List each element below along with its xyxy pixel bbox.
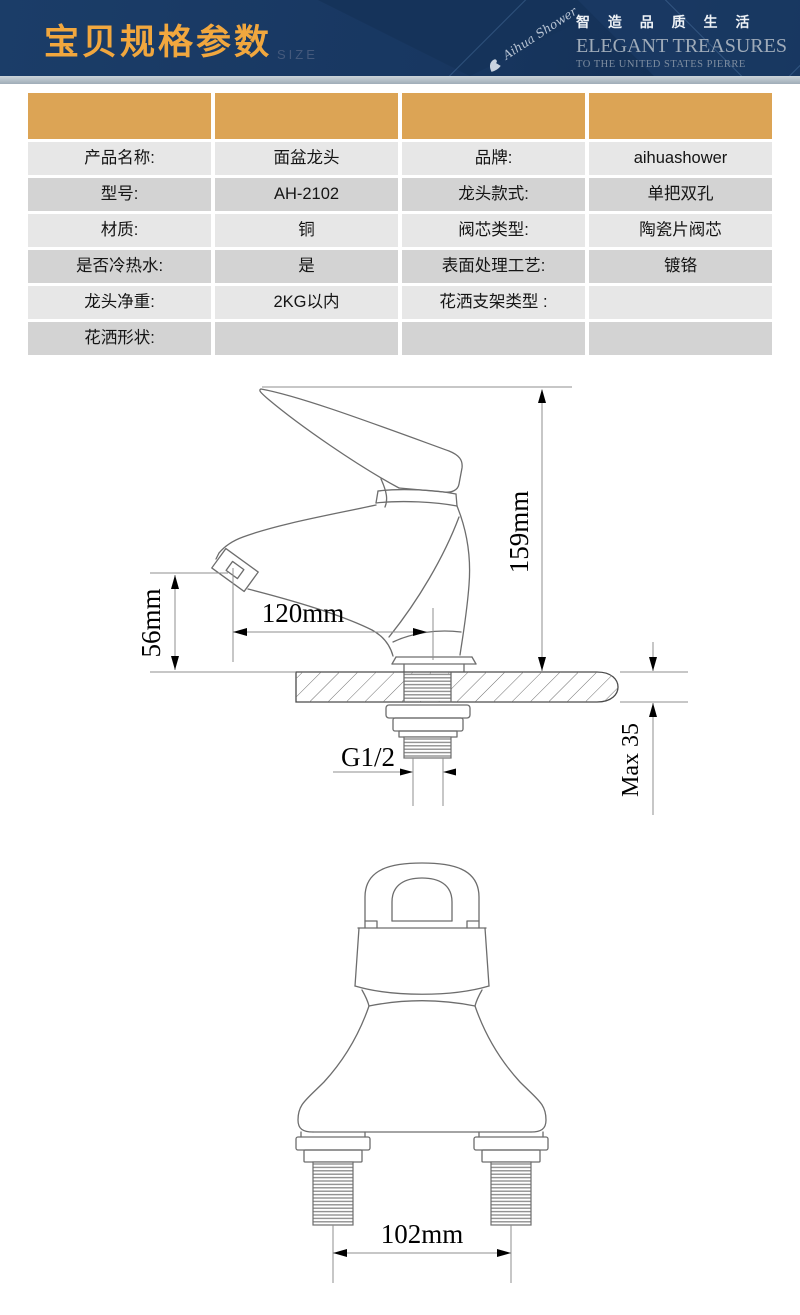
- spec-value: 铜: [215, 214, 398, 247]
- spec-value: 镀铬: [589, 250, 772, 283]
- dim-height-label: 159mm: [504, 491, 534, 574]
- countertop-slab: [295, 671, 619, 703]
- header-deco-triangle: [318, 0, 622, 76]
- table-header-cell: [215, 93, 398, 139]
- dim-spout-reach-label: 120mm: [262, 598, 345, 628]
- swan-icon: [489, 59, 501, 72]
- dimension-thread-size: G1/2: [333, 742, 456, 806]
- spec-value: 单把双孔: [589, 178, 772, 211]
- front-view-faucet: 102mm: [295, 862, 549, 1283]
- spec-value: AH-2102: [215, 178, 398, 211]
- spec-value: 面盆龙头: [215, 142, 398, 175]
- dim-spout-height-label: 56mm: [136, 588, 166, 657]
- mounting-shank-right: [473, 1131, 549, 1226]
- dim-max-thickness-label: Max 35: [618, 723, 644, 797]
- slogan-cn: 智 造 品 质 生 活: [576, 14, 757, 30]
- spec-label: 龙头款式:: [402, 178, 585, 211]
- page-header: 宝贝规格参数 SIZE Aihua Shower 智 造 品 质 生 活 ELE…: [0, 0, 800, 76]
- spec-label: 产品名称:: [28, 142, 211, 175]
- spec-value: 2KG以内: [215, 286, 398, 319]
- dimension-overall-height: 159mm: [262, 386, 572, 671]
- spec-label: 花洒形状:: [28, 322, 211, 355]
- table-header-cell: [402, 93, 585, 139]
- spec-label: 是否冷热水:: [28, 250, 211, 283]
- spec-value: [589, 322, 772, 355]
- spec-label: 阀芯类型:: [402, 214, 585, 247]
- side-view-faucet: [211, 388, 477, 672]
- mounting-shank-left: [295, 1131, 371, 1226]
- spec-label: 材质:: [28, 214, 211, 247]
- spec-value: 是: [215, 250, 398, 283]
- spec-value: 陶瓷片阀芯: [589, 214, 772, 247]
- spec-value: aihuashower: [589, 142, 772, 175]
- aerator: [211, 547, 259, 593]
- slogan-en-sub: TO THE UNITED STATES PIERRE: [576, 59, 746, 70]
- spec-label: 花洒支架类型 :: [402, 286, 585, 319]
- header-divider-bar: [0, 76, 800, 84]
- dim-thread-label: G1/2: [341, 742, 395, 772]
- slogan-en: ELEGANT TREASURES: [576, 35, 787, 57]
- spec-label: 型号:: [28, 178, 211, 211]
- spec-value: [215, 322, 398, 355]
- brand-logo: Aihua Shower: [482, 3, 581, 76]
- spec-label: [402, 322, 585, 355]
- spec-label: 品牌:: [402, 142, 585, 175]
- dimension-spout-reach: 120mm: [232, 568, 434, 662]
- header-slogans: 智 造 品 质 生 活 ELEGANT TREASURES TO THE UNI…: [576, 12, 787, 76]
- dimension-max-counter-thickness: Max 35: [618, 642, 688, 815]
- spec-value: [589, 286, 772, 319]
- size-tag: SIZE: [277, 47, 318, 62]
- page-title: 宝贝规格参数: [44, 23, 273, 62]
- spec-label: 表面处理工艺:: [402, 250, 585, 283]
- table-header-cell: [28, 93, 211, 139]
- dim-hole-spacing-label: 102mm: [381, 1219, 464, 1249]
- technical-drawing: 159mm 56mm 120mm G1/2: [136, 386, 688, 1283]
- table-header-cell: [589, 93, 772, 139]
- mounting-nut-and-shank: [385, 704, 471, 759]
- spec-label: 龙头净重:: [28, 286, 211, 319]
- dimension-spout-height: 56mm: [136, 572, 296, 673]
- spec-table: 产品名称: 面盆龙头 品牌: aihuashower 型号: AH-2102 龙…: [28, 93, 772, 355]
- dimension-hole-spacing: 102mm: [332, 1219, 512, 1283]
